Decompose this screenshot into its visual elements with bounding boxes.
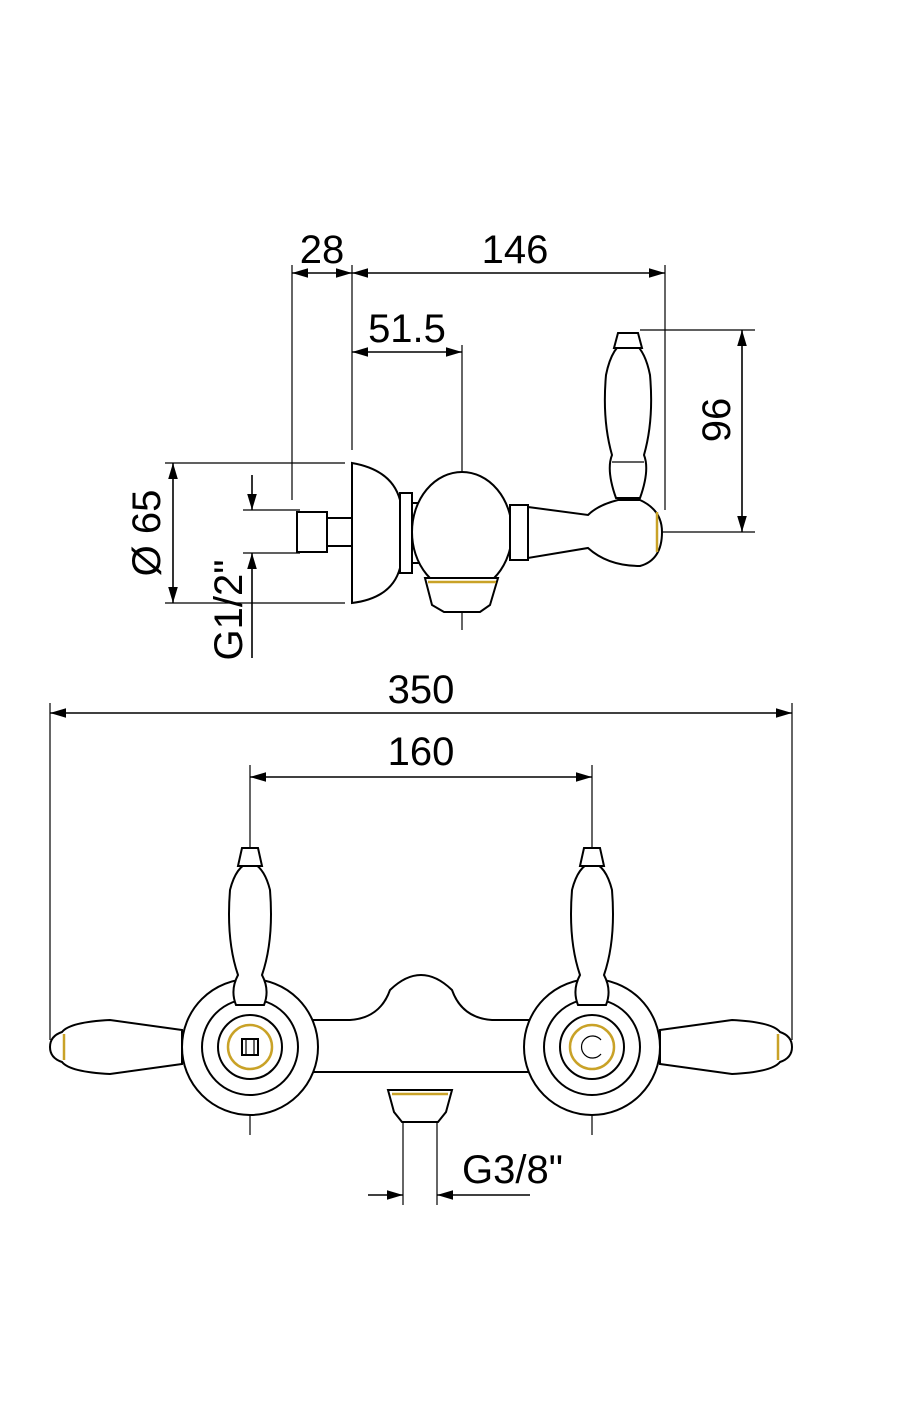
dim-160-label: 160 (388, 730, 455, 774)
dim-28: 28 (292, 228, 352, 278)
dim-146-label: 146 (482, 228, 549, 272)
front-view: 350 160 G3/8" (48, 668, 794, 1205)
side-view: 28 146 51.5 96 Ø 65 G1/2" (125, 228, 755, 660)
dim-g1-2: G1/2" (207, 475, 257, 661)
dim-160: 160 (250, 730, 592, 782)
right-valve (523, 847, 794, 1116)
dim-146: 146 (352, 228, 665, 278)
dim-96-label: 96 (695, 398, 739, 443)
dim-g3-8: G3/8" (368, 1148, 563, 1200)
dim-28-label: 28 (300, 228, 345, 272)
dim-96: 96 (695, 330, 747, 532)
dim-g1-2-label: G1/2" (207, 560, 251, 661)
dim-diameter-65-label: Ø 65 (125, 490, 169, 577)
dim-350: 350 (50, 668, 792, 718)
left-valve (48, 847, 319, 1116)
dim-51-5: 51.5 (352, 307, 462, 357)
dim-diameter-65: Ø 65 (125, 463, 178, 603)
dim-51-5-label: 51.5 (368, 307, 446, 351)
dim-350-label: 350 (388, 668, 455, 712)
dim-g3-8-label: G3/8" (462, 1148, 563, 1192)
side-view-body (296, 332, 664, 613)
